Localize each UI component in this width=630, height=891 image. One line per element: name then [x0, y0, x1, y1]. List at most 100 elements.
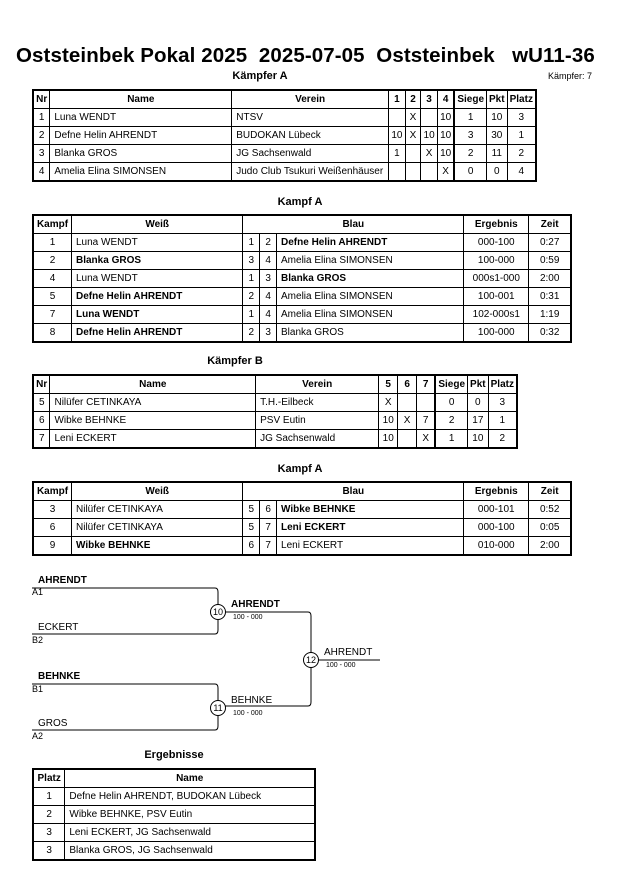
- weiss-cell: Defne Helin AHRENDT: [70, 323, 244, 343]
- score-fight-10: 100 - 000: [233, 614, 263, 621]
- score-cell: 10: [378, 429, 399, 449]
- ergebnis-cell: 000-100: [463, 518, 530, 537]
- siege-cell: 1: [434, 429, 469, 449]
- pool-b-header-row: Nr Name Verein 5 6 7 Siege Pkt Platz: [32, 374, 518, 394]
- pool-a-table: Nr Name Verein 1 2 3 4 Siege Pkt Platz 1…: [32, 89, 537, 182]
- fight-number-12: 12: [303, 652, 319, 668]
- winner-fight-10: AHRENDT: [231, 599, 280, 610]
- results-heading: Ergebnisse: [144, 749, 204, 761]
- weiss-nr-cell: 6: [242, 536, 261, 556]
- bracket-seed-4: A2: [32, 731, 44, 741]
- weiss-nr-cell: 1: [242, 305, 261, 324]
- fight-number-10: 10: [210, 604, 226, 620]
- winner-fight-12: AHRENDT: [324, 647, 373, 658]
- weiss-cell: Nilüfer CETINKAYA: [70, 518, 244, 537]
- name-cell: Leni ECKERT, JG Sachsenwald: [64, 823, 316, 842]
- zeit-cell: 0:32: [528, 323, 572, 343]
- kampf-cell: 8: [32, 323, 72, 343]
- siege-cell: 0: [453, 162, 488, 182]
- zeit-cell: 1:19: [528, 305, 572, 324]
- weiss-cell: Wibke BEHNKE: [70, 536, 244, 556]
- pool-a-heading: Kämpfer A: [232, 70, 288, 82]
- bracket-player-3: BEHNKE: [38, 671, 81, 682]
- weiss-nr-cell: 2: [242, 287, 261, 306]
- fights-a-heading: Kampf A: [277, 196, 323, 208]
- col-name: Name: [64, 768, 316, 788]
- platz-cell: 1: [487, 411, 518, 430]
- zeit-cell: 0:05: [528, 518, 572, 537]
- bracket-seed-2: B2: [32, 635, 44, 645]
- fight-number-11: 11: [210, 700, 226, 716]
- pkt-cell: 17: [467, 411, 489, 430]
- pool-b-heading: Kämpfer B: [207, 355, 263, 367]
- page-title: Oststeinbek Pokal 2025 2025-07-05 Ostste…: [16, 44, 595, 67]
- bracket-seed-3: B1: [32, 684, 44, 694]
- fighter-count: Kämpfer: 7: [548, 71, 593, 81]
- score-cell: 10: [378, 411, 399, 430]
- platz-cell: 3: [32, 823, 66, 842]
- col-platz: Platz: [506, 89, 537, 109]
- name-cell: Defne Helin AHRENDT, BUDOKAN Lübeck: [64, 787, 316, 806]
- name-cell: Blanka GROS, JG Sachsenwald: [64, 841, 316, 861]
- kampf-cell: 6: [32, 518, 72, 537]
- score-cell: 7: [416, 411, 436, 430]
- name-cell: Wibke BEHNKE, PSV Eutin: [64, 805, 316, 824]
- results-header-row: Platz Name: [32, 768, 316, 788]
- fights-b-header-row: Kampf Weiß Blau Ergebnis Zeit: [32, 481, 572, 501]
- platz-cell: 1: [32, 787, 66, 806]
- verein-cell: JG Sachsenwald: [255, 429, 380, 449]
- platz-cell: 4: [506, 162, 537, 182]
- score-fight-11: 100 - 000: [233, 710, 263, 717]
- score-fight-12: 100 - 000: [326, 662, 356, 669]
- name-cell: Wibke BEHNKE: [49, 411, 257, 430]
- score-cell: [404, 162, 422, 182]
- platz-cell: 2: [32, 805, 66, 824]
- verein-cell: Judo Club Tsukuri Weißenhäuser: [231, 162, 390, 182]
- weiss-nr-cell: 5: [242, 518, 261, 537]
- name-cell: Amelia Elina SIMONSEN: [49, 162, 233, 182]
- fights-a-header-row: Kampf Weiß Blau Ergebnis Zeit: [32, 214, 572, 234]
- weiss-nr-cell: 2: [242, 323, 261, 343]
- bracket-player-4: GROS: [38, 718, 68, 729]
- verein-cell: JG Sachsenwald: [231, 144, 390, 163]
- pkt-cell: 11: [486, 144, 508, 163]
- weiss-cell: Luna WENDT: [70, 305, 244, 324]
- bracket-player-1: AHRENDT: [38, 575, 87, 586]
- nr-cell: 6: [32, 411, 51, 430]
- zeit-cell: 2:00: [528, 536, 572, 556]
- nr-cell: 7: [32, 429, 51, 449]
- verein-cell: PSV Eutin: [255, 411, 380, 430]
- platz-cell: 2: [506, 144, 537, 163]
- bracket-seed-1: A1: [32, 587, 44, 597]
- pkt-cell: 0: [486, 162, 508, 182]
- platz-cell: 3: [32, 841, 66, 861]
- platz-cell: 2: [487, 429, 518, 449]
- siege-cell: 2: [434, 411, 469, 430]
- name-cell: Leni ECKERT: [49, 429, 257, 449]
- blau-cell: Leni ECKERT: [276, 518, 465, 537]
- blau-cell: Leni ECKERT: [276, 536, 465, 556]
- score-cell: X: [378, 393, 399, 412]
